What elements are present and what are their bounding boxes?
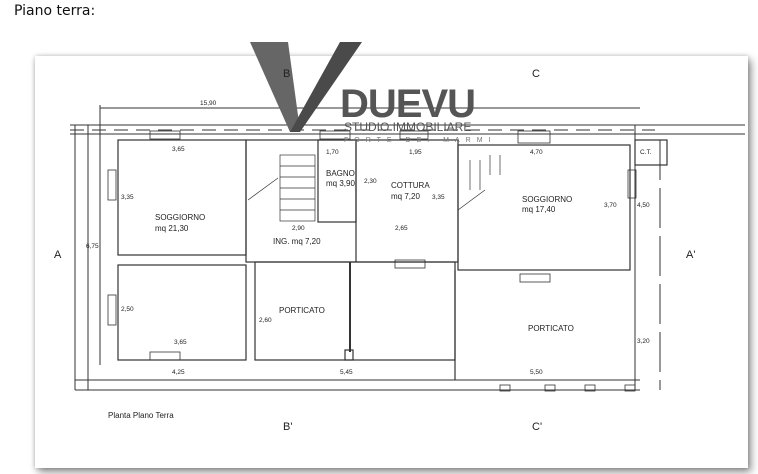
room-cottura: COTTURA bbox=[391, 181, 430, 190]
section-a-right: A' bbox=[686, 249, 695, 261]
logo-v-left bbox=[250, 42, 300, 132]
room-walls bbox=[117, 139, 668, 380]
room-soggiorno-right-area: mq 17,40 bbox=[522, 205, 556, 214]
dim-right-w: 4,70 bbox=[530, 149, 543, 156]
dim-portico-h: 2,60 bbox=[259, 317, 272, 324]
section-c-bottom: C' bbox=[532, 421, 542, 433]
dim-ct-h: 4,50 bbox=[637, 202, 650, 209]
room-ingresso: ING. mq 7,20 bbox=[273, 237, 321, 246]
logo-v-right bbox=[290, 42, 362, 132]
dim-ing-w: 2,90 bbox=[292, 225, 305, 232]
room-bagno-area: mq 3,90 bbox=[326, 179, 355, 188]
logo-subtitle: STUDIO IMMOBILIARE bbox=[344, 120, 471, 134]
plan-caption: Planta Plano Terra bbox=[108, 411, 174, 420]
stairs bbox=[247, 154, 501, 222]
dim-right-h: 3,70 bbox=[604, 202, 617, 209]
room-bagno: BAGNO bbox=[326, 169, 355, 178]
dim-left-room-h: 3,35 bbox=[121, 194, 134, 201]
dim-cottura-bottom-w: 2,65 bbox=[395, 225, 408, 232]
room-ct: C.T. bbox=[640, 149, 652, 156]
room-cottura-area: mq 7,20 bbox=[391, 192, 420, 201]
logo-location: FORTE DEI MARMI bbox=[344, 137, 496, 144]
outer-walls bbox=[70, 105, 745, 391]
room-soggiorno-left: SOGGIORNO bbox=[155, 213, 205, 222]
section-b-top: B bbox=[283, 68, 290, 80]
dim-bottom-2: 5,45 bbox=[340, 369, 353, 376]
room-porticato-left: PORTICATO bbox=[279, 306, 325, 315]
dim-right-portico-h: 3,20 bbox=[637, 338, 650, 345]
dim-bagno-h: 2,30 bbox=[364, 178, 377, 185]
dim-cottura-h: 3,35 bbox=[432, 194, 445, 201]
section-b-bottom: B' bbox=[283, 421, 292, 433]
dim-bottom-3: 5,50 bbox=[530, 369, 543, 376]
watermark-logo: DUEVU STUDIO IMMOBILIARE FORTE DEI MARMI bbox=[250, 42, 496, 144]
dim-left-room-w: 3,65 bbox=[172, 146, 185, 153]
room-soggiorno-left-area: mq 21,30 bbox=[155, 224, 189, 233]
section-a-left: A bbox=[54, 249, 62, 261]
logo-brand: DUEVU bbox=[340, 82, 475, 126]
windows bbox=[107, 130, 637, 392]
section-heading: Piano terra: bbox=[14, 3, 96, 19]
dim-low-left-w: 3,65 bbox=[174, 339, 187, 346]
dim-bottom-1: 4,25 bbox=[172, 369, 185, 376]
dim-low-left-h: 2,50 bbox=[121, 306, 134, 313]
dim-total-h: 6,75 bbox=[86, 243, 99, 250]
dim-cottura-w: 1,95 bbox=[409, 149, 422, 156]
room-soggiorno-right: SOGGIORNO bbox=[522, 195, 572, 204]
room-porticato-right: PORTICATO bbox=[528, 324, 574, 333]
dim-bagno-w: 1,70 bbox=[326, 149, 339, 156]
section-c-top: C bbox=[532, 68, 540, 80]
dim-total-width: 15,90 bbox=[200, 100, 217, 107]
